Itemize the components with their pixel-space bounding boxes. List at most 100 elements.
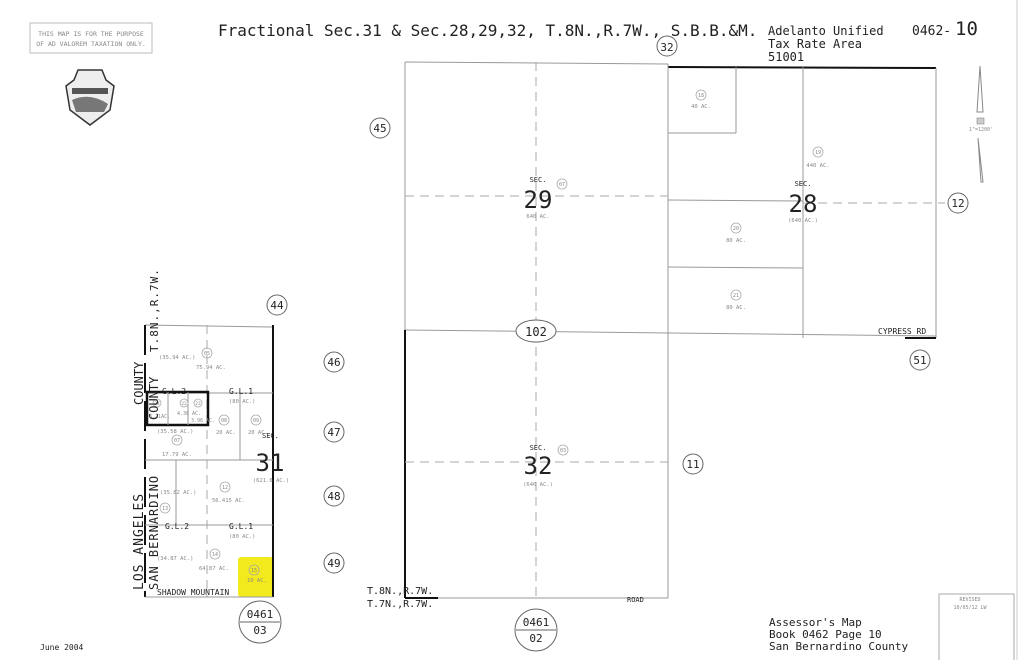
tax-area-line2: Tax Rate Area (768, 37, 862, 51)
tax-area-line1: Adelanto Unified (768, 24, 884, 38)
parcel-24: 24 (154, 401, 160, 407)
adjoining-32: 32 (660, 41, 673, 54)
adjoining-49: 49 (327, 557, 340, 570)
gl2-label: G.L.2 (162, 387, 186, 396)
book-0461-03-bottom: 03 (253, 624, 266, 637)
gl1b-label: G.L.1 (229, 522, 253, 531)
township-vertical-label: T.8N.,R.7W. (148, 268, 161, 352)
parcel-12: 12 (222, 485, 228, 491)
sec31-number: 31 (256, 449, 285, 477)
sec29-parcel: 07 (559, 182, 565, 188)
book-0461-03-top: 0461 (247, 608, 274, 621)
parcel-09-acres: 20 AC. (248, 430, 268, 436)
gl1-acres: (80 AC.) (229, 399, 256, 405)
parcel-20-acres: 80 AC. (726, 238, 746, 244)
cypress-rd-label: CYPRESS RD (878, 327, 926, 336)
north-arrow-icon (976, 65, 985, 183)
parcel-05-acres-b: 75.94 AC. (196, 365, 226, 371)
parcel-07-acres-b: 17.79 AC. (162, 452, 192, 458)
sec32-parcel: 03 (560, 448, 566, 454)
adjoining-47: 47 (327, 426, 340, 439)
highlighted-parcel-15[interactable] (238, 557, 273, 597)
map-number-prefix: 0462- (912, 24, 951, 39)
parcel-21-acres: 80 AC. (726, 305, 746, 311)
county-label-2: COUNTY (147, 376, 161, 420)
adjoining-51: 51 (913, 354, 926, 367)
sec32-acres: (640 AC.) (523, 482, 553, 488)
san-bernardino-label: SAN BERNARDINO (147, 475, 161, 590)
tax-area-code: 51001 (768, 50, 804, 64)
parcel-05: 05 (204, 351, 210, 357)
parcel-24-acres: 8.21AC. (149, 414, 170, 420)
footer-line3: San Bernardino County (769, 640, 908, 653)
scale-label: 1"=1200' (969, 127, 993, 133)
gl2b-label: G.L.2 (165, 522, 189, 531)
county-seal-logo (65, 69, 115, 126)
revised-label: REVISED (959, 597, 980, 603)
parcel-23-acres: 3.96 AC. (191, 418, 215, 424)
township-t7-label: T.7N.,R.7W. (367, 599, 433, 610)
parcel-15: 15 (251, 568, 257, 574)
parcel-19-acres: 440 AC. (806, 163, 829, 169)
gl1b-acres: (80 AC.) (229, 534, 256, 540)
adjoining-48: 48 (327, 490, 340, 503)
sec29-number: 29 (524, 186, 553, 214)
shadow-mountain-label: SHADOW MOUNTAIN (157, 588, 229, 597)
adjoining-11: 11 (686, 458, 699, 471)
disclaimer-box (29, 22, 153, 54)
parcel-22-acres: 4.36 AC. (177, 411, 201, 417)
adjoining-46: 46 (327, 356, 340, 369)
sec31-acres: (621.6 AC.) (253, 478, 289, 484)
map-date: June 2004 (40, 643, 84, 652)
adjoining-44: 44 (270, 299, 284, 312)
sec28-number: 28 (789, 190, 818, 218)
footer-line1: Assessor's Map (769, 616, 862, 629)
section-lines (404, 61, 945, 599)
parcel-14-acres-a: (34.87 AC.) (157, 556, 193, 562)
disclaimer-line2: OF AD VALOREM TAXATION ONLY. (36, 40, 146, 48)
disclaimer-line1: THIS MAP IS FOR THE PURPOSE (38, 30, 144, 38)
parcel-20: 20 (733, 226, 739, 232)
township-t8-label: T.8N.,R.7W. (367, 586, 433, 597)
map-title: Fractional Sec.31 & Sec.28,29,32, T.8N.,… (218, 21, 757, 40)
road-label: ROAD (627, 596, 644, 604)
revised-box (938, 593, 1015, 660)
map-number-page: 10 (955, 18, 978, 40)
parcel-18-acres: 40 AC. (691, 104, 711, 110)
county-label-1: COUNTY (132, 361, 146, 405)
los-angeles-label: LOS ANGELES (132, 493, 147, 590)
book-0461-02-top: 0461 (523, 616, 550, 629)
parcel-15-acres: 10 AC. (247, 578, 267, 584)
adjoining-markers: 32 45 12 51 11 44 46 47 48 49 0461 02 04… (238, 35, 969, 652)
parcel-19: 19 (815, 150, 821, 156)
route-102-label: 102 (525, 325, 547, 339)
route-102-marker (515, 319, 557, 343)
parcel-22: 22 (181, 401, 187, 407)
parcel-08-acres: 20 AC. (216, 430, 236, 436)
parcel-21: 21 (733, 293, 739, 299)
parcel-12-acres-b: 56.415 AC. (212, 498, 245, 504)
sec29-sec-label: SEC. (530, 176, 547, 184)
sec28-sec-label: SEC. (795, 180, 812, 188)
sec32-sec-label: SEC. (530, 444, 547, 452)
footer-line2: Book 0462 Page 10 (769, 628, 882, 641)
revised-date: 10/05/12 LW (953, 605, 987, 611)
parcel-08: 08 (221, 418, 227, 424)
sec32-number: 32 (524, 452, 553, 480)
parcel-05-acres-a: (35.94 AC.) (159, 355, 195, 361)
adjoining-45: 45 (373, 122, 386, 135)
parcel-07: 07 (174, 438, 180, 444)
sec31-lines (144, 324, 274, 598)
parcel-13: 13 (162, 506, 168, 512)
book-0461-02-bottom: 02 (529, 632, 542, 645)
parcel-23: 23 (195, 401, 201, 407)
parcel-07-acres-a: (35.58 AC.) (157, 429, 193, 435)
sec28-acres: (640 AC.) (788, 218, 818, 224)
parcel-09: 09 (253, 418, 259, 424)
parcel-14: 14 (212, 552, 218, 558)
sec29-acres: 640 AC. (526, 214, 549, 220)
gl1-label: G.L.1 (229, 387, 253, 396)
adjoining-12: 12 (951, 197, 964, 210)
sec31-sec-label: SEC. (262, 432, 279, 440)
